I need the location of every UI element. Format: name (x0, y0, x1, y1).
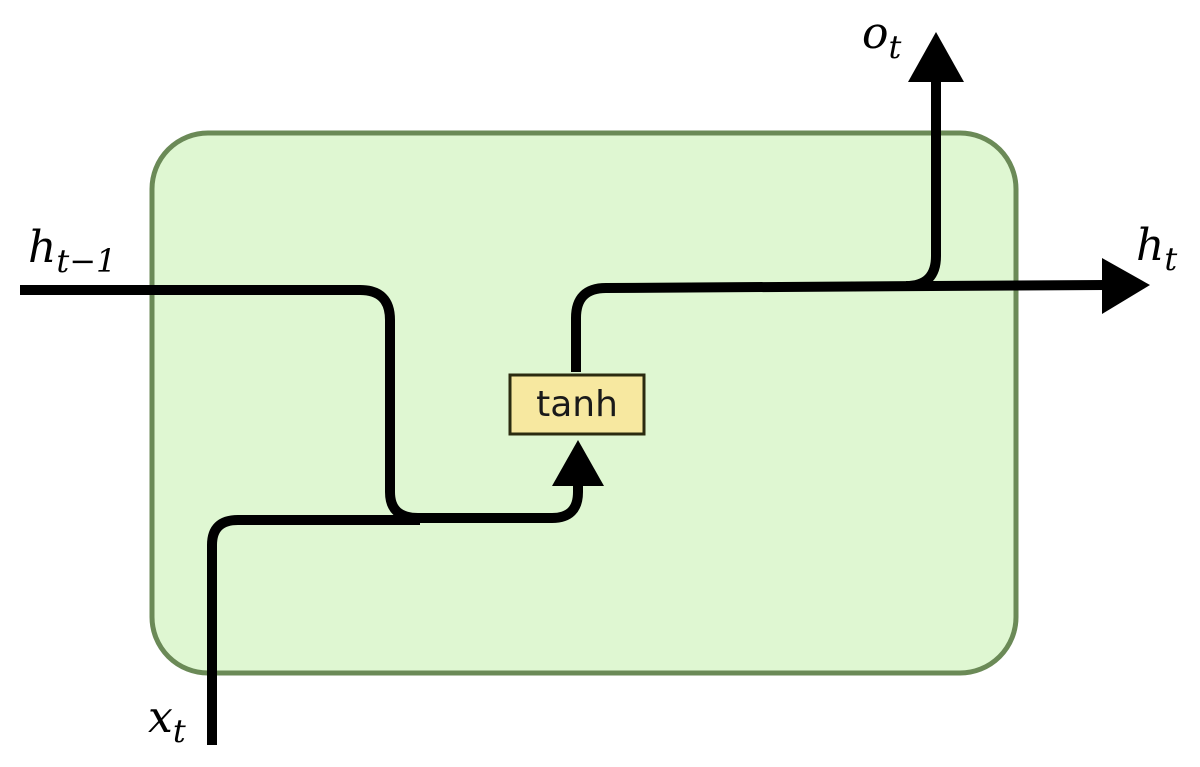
o-out-wire (905, 76, 941, 291)
x-in-label: xt (148, 692, 186, 750)
o-out-label: ot (862, 8, 902, 66)
tanh-label: tanh (536, 384, 618, 425)
h-prev-label: ht−1 (28, 222, 116, 280)
tanh-input-arrowhead (552, 440, 604, 486)
h-out-label: ht (1136, 220, 1177, 278)
h-out-wire (571, 280, 1107, 372)
h-prev-wire (20, 285, 583, 523)
h-out-arrowhead (1102, 258, 1150, 314)
o-out-arrowhead (908, 32, 964, 82)
x-in-wire (207, 515, 420, 745)
tanh-box (508, 373, 646, 436)
